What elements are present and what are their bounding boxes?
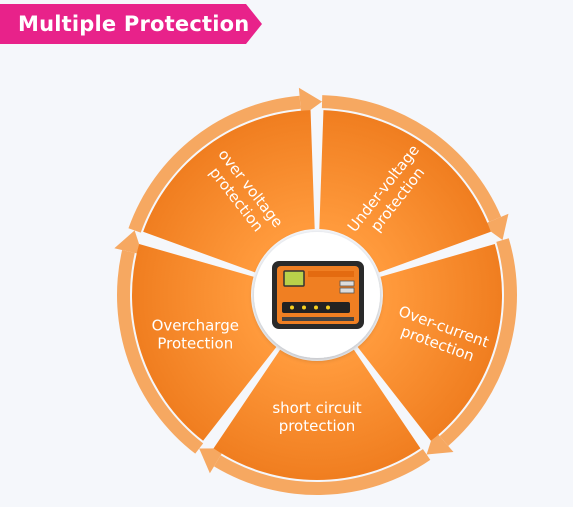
led-1 bbox=[290, 305, 294, 310]
segment-group bbox=[132, 110, 502, 480]
arrow-band-under-voltage bbox=[321, 95, 502, 222]
arrow-head-overcharge bbox=[114, 230, 143, 255]
controller-top-strip bbox=[308, 271, 354, 277]
controller-screen bbox=[283, 270, 305, 287]
arrow-head-short-circuit bbox=[199, 448, 225, 474]
segment-short-circuit bbox=[213, 349, 421, 480]
led-4 bbox=[326, 305, 330, 310]
label-short-circuit-line-2: protection bbox=[279, 417, 356, 435]
banner-title: Multiple Protection bbox=[18, 12, 250, 36]
arrow-ring bbox=[114, 87, 517, 495]
banner-ribbon bbox=[0, 4, 262, 44]
banner-shape bbox=[0, 4, 262, 44]
solar-charge-controller-icon bbox=[272, 261, 364, 329]
segment-under-voltage bbox=[319, 110, 491, 273]
led-2 bbox=[302, 305, 306, 310]
arrow-head-under-voltage bbox=[481, 213, 509, 241]
led-3 bbox=[314, 305, 318, 310]
terminal-strip bbox=[282, 317, 354, 321]
usb-port-2 bbox=[339, 287, 355, 294]
arrow-band-short-circuit bbox=[213, 449, 431, 495]
arrow-band-over-current bbox=[439, 238, 517, 446]
arrow-band-overcharge bbox=[116, 250, 204, 454]
section-banner: Multiple Protection bbox=[0, 4, 262, 44]
segment-overcharge bbox=[132, 244, 277, 441]
segment-over-voltage bbox=[143, 110, 315, 273]
label-overcharge-line-1: Overcharge bbox=[152, 317, 239, 335]
usb-port-1 bbox=[339, 280, 355, 287]
segment-over-current bbox=[357, 244, 502, 441]
label-overcharge-line-2: Protection bbox=[157, 335, 233, 353]
arrow-band-over-voltage bbox=[128, 95, 301, 233]
arrow-head-over-voltage bbox=[298, 87, 323, 117]
label-short-circuit-line-1: short circuit bbox=[272, 399, 361, 417]
